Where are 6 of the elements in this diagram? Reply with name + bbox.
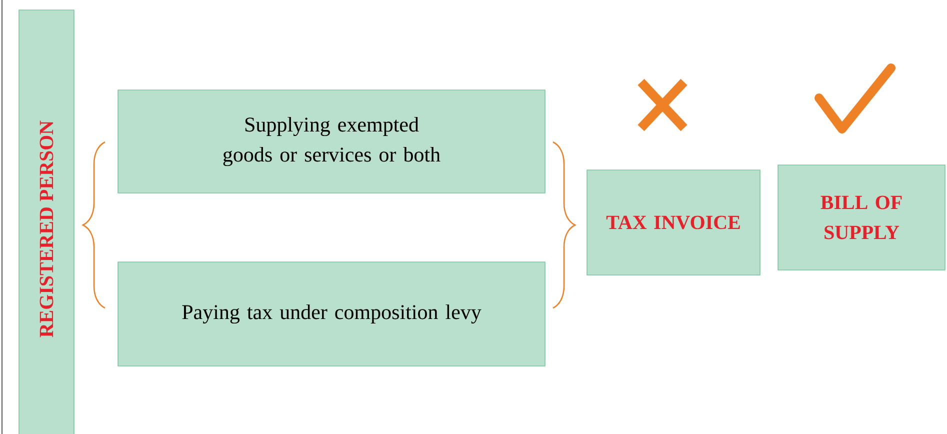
result-box: TAX INVOICE — [586, 170, 760, 276]
text-box: Paying tax under composition levy — [118, 262, 546, 366]
text-box: Supplying exempted goods or services or both — [118, 90, 546, 194]
band-label: REGISTERED PERSON — [40, 120, 54, 338]
result-box: BILL OF SUPPLY — [778, 164, 946, 270]
label-band — [18, 10, 74, 434]
